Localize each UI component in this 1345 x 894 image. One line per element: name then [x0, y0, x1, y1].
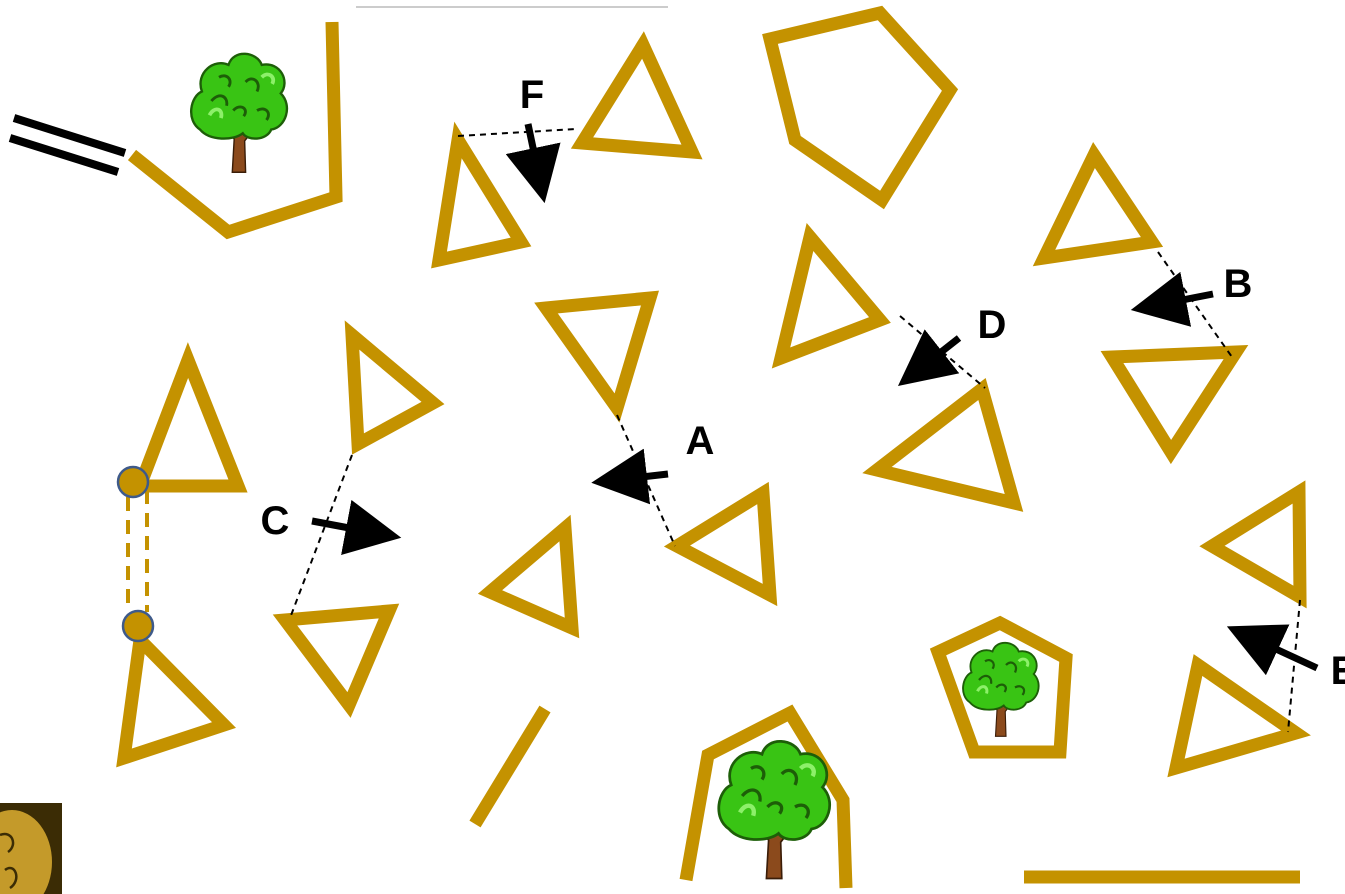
house-shape-bottom — [679, 704, 853, 889]
triangle-b-top — [1032, 141, 1164, 267]
triangle-b-bottom — [1100, 344, 1249, 465]
dashed-link-f — [457, 128, 577, 137]
tree-icon — [961, 641, 1041, 738]
label-c: C — [261, 499, 290, 543]
triangle-f-left — [431, 121, 532, 269]
triangle-a-bottom — [663, 481, 778, 607]
joint-circle-top — [116, 465, 150, 499]
triangle-left-top — [130, 342, 248, 493]
triangle-left-bottom — [116, 626, 236, 768]
triangle-e-bottom — [1167, 654, 1311, 778]
label-b: B — [1224, 262, 1253, 306]
joint-circle-bottom — [121, 609, 155, 643]
open-polygon-top-left — [127, 21, 343, 240]
double-line-upper — [12, 114, 127, 157]
triangle-f-right — [570, 31, 703, 160]
triangle-e-top — [1199, 480, 1307, 609]
pentagon-top — [762, 5, 959, 210]
triangle-d-left — [771, 222, 891, 369]
tree-icon — [719, 741, 830, 878]
label-d: D — [978, 303, 1007, 347]
triangle-center-bottom — [477, 514, 580, 639]
label-a: A — [686, 419, 715, 463]
stick-segment — [469, 705, 551, 828]
arrow-c — [311, 499, 402, 555]
dashed-link-c — [289, 454, 353, 619]
arrow-b — [1130, 271, 1214, 327]
game-token-icon — [0, 803, 62, 894]
arrow-e — [1226, 624, 1319, 676]
dashed-link-e — [1287, 599, 1301, 733]
triangle-a-top — [534, 290, 660, 423]
double-line-lower — [8, 134, 120, 176]
triangle-c-bottom — [272, 603, 400, 718]
triangle-d-right — [862, 377, 1024, 512]
label-e: E — [1331, 649, 1345, 693]
label-f: F — [520, 73, 544, 117]
arrow-d — [897, 329, 962, 386]
tree-icon — [189, 51, 289, 175]
triangle-c-top — [344, 320, 445, 455]
arrow-a — [591, 448, 669, 505]
arrow-f — [505, 123, 561, 204]
pentagon-with-tree — [929, 615, 1073, 759]
dashed-link-a — [616, 414, 676, 547]
dashed-link-b — [1157, 251, 1233, 358]
